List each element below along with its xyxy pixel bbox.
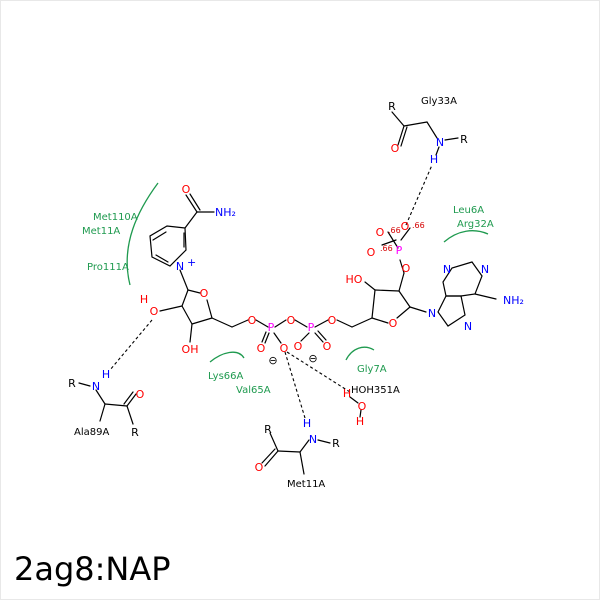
ala89-h: H (102, 368, 110, 381)
distance-label-2: .66 (412, 221, 425, 230)
contact-arc-gly7 (345, 346, 375, 361)
residue-label-lys66: Lys66A (208, 371, 244, 382)
gly33-r: R (388, 100, 396, 113)
distance-label-3: .66 (380, 244, 393, 253)
atom-p-left-o1: O (257, 342, 266, 355)
atom-pyridinium-n: N (176, 260, 184, 273)
contact-arc-met110-met11-pro111 (126, 182, 159, 286)
atom-phosphate-p: P (396, 244, 403, 257)
distance-label-1: .66 (388, 226, 401, 235)
atom-phosphate-o2: O (367, 246, 376, 259)
hbond-ala89 (109, 319, 153, 371)
residue-label-gly7: Gly7A (357, 364, 387, 375)
residue-label-leu6: Leu6A (453, 205, 484, 216)
atom-labels: O NH₂ N + O H O OH O P O P O O O ⊖ O O ⊖… (68, 100, 524, 474)
atom-adenine-n1: N (481, 263, 489, 276)
residue-label-water: HOH351A (351, 385, 400, 396)
atom-p-right-o2: O (323, 340, 332, 353)
atom-p-right-charge: ⊖ (308, 352, 317, 365)
atom-p-right: P (308, 321, 315, 334)
ala89-n: N (92, 380, 100, 393)
hbond-water (286, 351, 351, 393)
residue-label-met110: Met110A (93, 212, 138, 223)
residue-label-met11-top: Met11A (82, 226, 120, 237)
atom-a-ribose-o2: O (402, 262, 411, 275)
residue-label-gly33: Gly33A (421, 96, 457, 107)
atom-n-ribose-ring-o: O (200, 287, 209, 300)
hbond-met11 (284, 351, 306, 419)
atom-p-left: P (268, 321, 275, 334)
ligand-bonds (78, 111, 497, 475)
atom-a-ribose-ho: HO (346, 273, 363, 286)
gly33-n: N (436, 136, 444, 149)
atom-adenine-n7: N (464, 320, 472, 333)
atom-n-ribose-oh-lower: OH (182, 343, 199, 356)
atom-n-ribose-oh-h: H (140, 293, 148, 306)
gly33-h: H (430, 153, 438, 166)
atom-p-right-o1: O (294, 340, 303, 353)
ala89-r: R (68, 377, 76, 390)
contact-arc-lys66-val65 (209, 351, 245, 363)
atom-n-ribose-oh-o: O (150, 305, 159, 318)
ala89-r2: R (131, 426, 139, 439)
met11-o: O (255, 461, 264, 474)
water-h1: H (343, 387, 351, 400)
atom-bridge-o-left: O (248, 314, 257, 327)
residue-labels: Gly33A Met110A Met11A Pro111A Leu6A Arg3… (74, 96, 494, 490)
residue-label-ala89: Ala89A (74, 427, 109, 438)
met11-h: H (303, 417, 311, 430)
atom-phosphate-o3: O (401, 220, 410, 233)
atom-amide-nh2: NH₂ (215, 206, 236, 219)
met11-r2: R (332, 437, 340, 450)
atom-bridge-o-right: O (328, 314, 337, 327)
atom-p-left-o2: O (280, 342, 289, 355)
residue-label-met11-bottom: Met11A (287, 479, 325, 490)
water-o: O (358, 400, 367, 413)
page-title: 2ag8:NAP (14, 550, 171, 588)
ala89-o: O (136, 388, 145, 401)
atom-adenine-nh2: NH₂ (503, 294, 524, 307)
atom-p-left-charge: ⊖ (268, 354, 277, 367)
residue-label-val65: Val65A (236, 385, 271, 396)
gly33-r2: R (460, 133, 468, 146)
contact-arc-leu6-arg32 (443, 230, 489, 243)
hydrophobic-contacts (126, 182, 489, 363)
residue-label-arg32: Arg32A (457, 219, 494, 230)
gly33-o: O (391, 142, 400, 155)
atom-adenine-n3: N (443, 263, 451, 276)
atom-amide-o: O (182, 183, 191, 196)
met11-r: R (264, 423, 272, 436)
met11-n: N (309, 433, 317, 446)
atom-bridge-o-mid: O (287, 314, 296, 327)
atom-phosphate-o1: O (376, 226, 385, 239)
hydrogen-bonds (109, 164, 433, 419)
atom-adenine-n9: N (428, 307, 436, 320)
residue-label-pro111: Pro111A (87, 262, 129, 273)
hbond-gly33 (405, 164, 433, 226)
atom-a-ribose-ring-o: O (389, 317, 398, 330)
water-h2: H (356, 415, 364, 428)
atom-pyridinium-plus: + (187, 256, 196, 269)
